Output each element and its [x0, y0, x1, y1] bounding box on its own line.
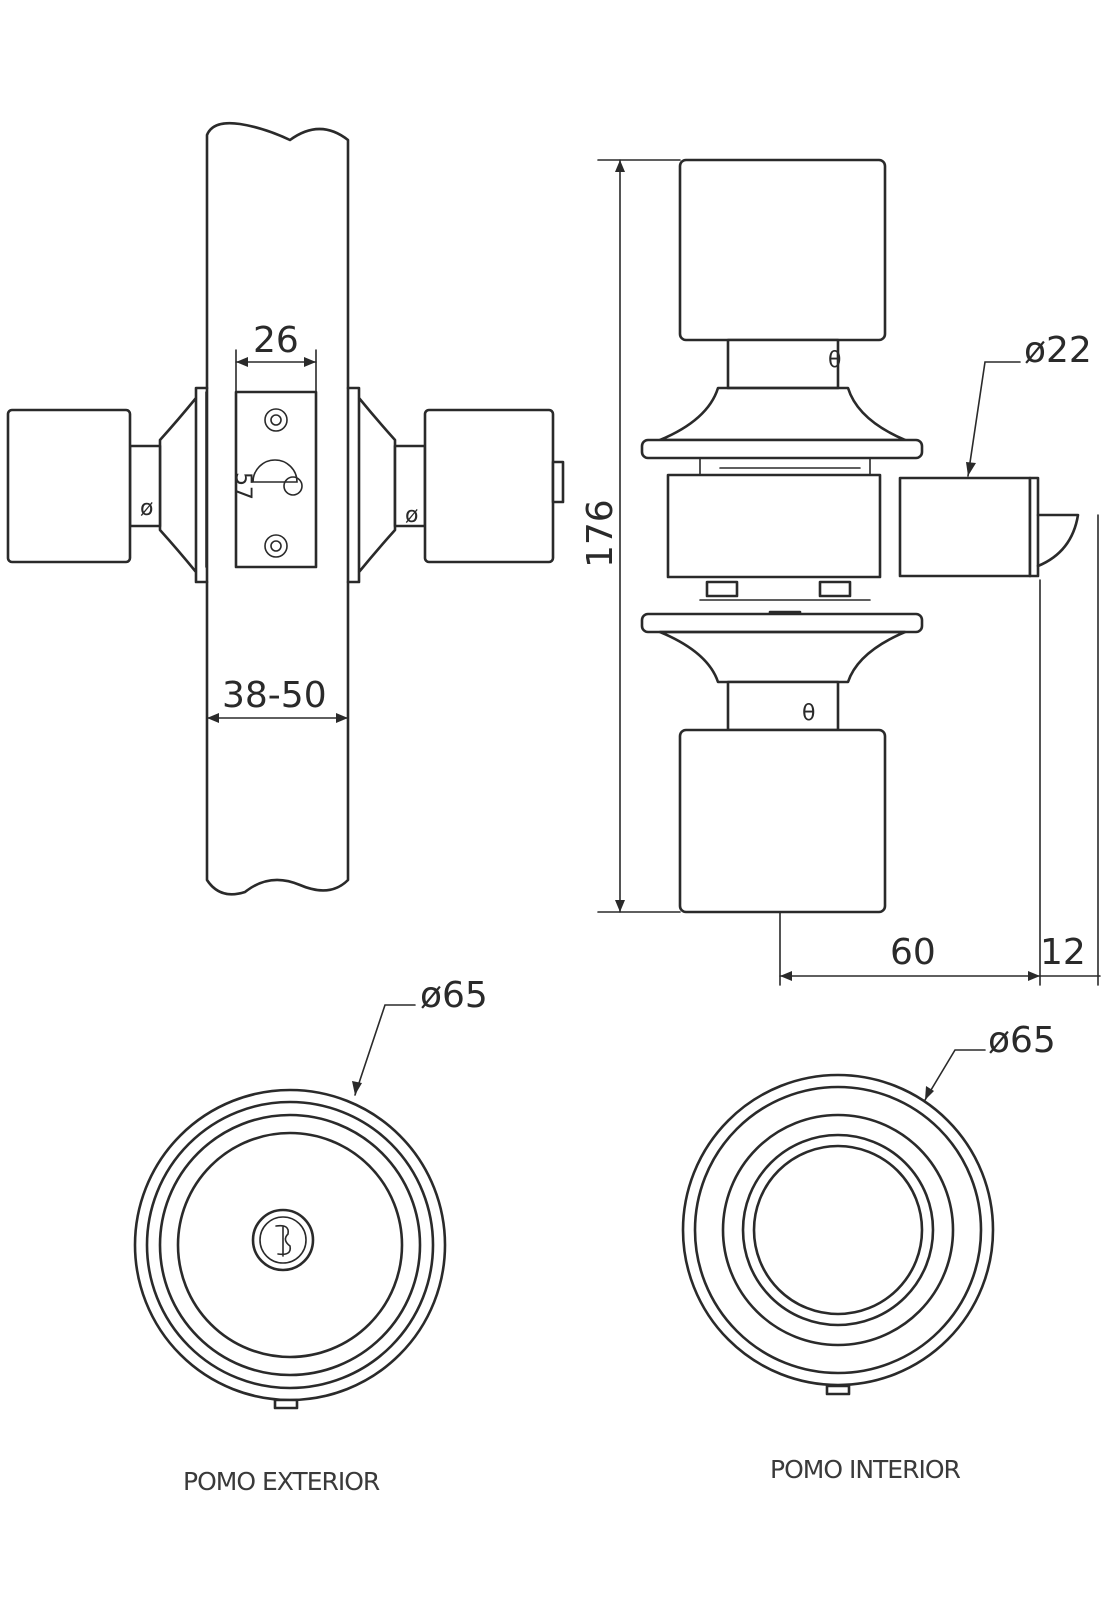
- caption-interior: POMO INTERIOR: [770, 1455, 961, 1484]
- chassis: [666, 473, 882, 579]
- rosette-bottom: [658, 630, 907, 684]
- latch-faceplate: [234, 390, 318, 569]
- side-elevation-view: θ θ 176 ø22: [580, 158, 1101, 986]
- svg-text:ø: ø: [405, 503, 418, 528]
- knob-top: [678, 158, 887, 342]
- rosette-top: [658, 386, 907, 442]
- neck-bottom: [726, 680, 840, 732]
- svg-text:θ: θ: [802, 701, 815, 726]
- dim-65-interior-label: ø65: [988, 1020, 1056, 1061]
- latch-face: [1028, 476, 1040, 578]
- knob-exterior-side: [6, 408, 132, 564]
- dim-38-50-label: 38-50: [222, 675, 327, 716]
- neck-top: [726, 338, 840, 390]
- dim-26-label: 26: [253, 320, 299, 361]
- latch-bolt-semicircle: [252, 459, 298, 483]
- rosette-plate-bottom: [640, 612, 924, 634]
- interior-knob-face: ø65 POMO INTERIOR: [681, 1020, 1056, 1484]
- svg-text:ø: ø: [140, 496, 153, 521]
- spindle-right: [393, 444, 427, 528]
- dim-57-label: 57: [230, 472, 255, 500]
- dim-176-label: 176: [580, 499, 621, 568]
- knob-bottom: [678, 728, 887, 914]
- dim-22-label: ø22: [1024, 330, 1092, 371]
- dim-12-label: 12: [1040, 932, 1086, 973]
- rosette-right: [346, 386, 397, 584]
- svg-text:θ: θ: [828, 348, 841, 373]
- rosette-left: [158, 386, 209, 584]
- exterior-knob-face: ø65 POMO EXTERIOR: [133, 975, 488, 1496]
- faceplate-screw-top: [264, 408, 288, 432]
- key-cylinder: [251, 1208, 315, 1272]
- knob-interior-side: [423, 408, 555, 564]
- keyhole-icon: [275, 1224, 292, 1257]
- spindle-left: [128, 444, 162, 528]
- dim-65-exterior-label: ø65: [420, 975, 488, 1016]
- latch-bolt: [1036, 513, 1080, 568]
- interior-outer-ring: [681, 1073, 995, 1387]
- interior-center-disc: [752, 1144, 924, 1316]
- latch-body: [898, 476, 1032, 578]
- dim-60-label: 60: [890, 932, 936, 973]
- door-slab: [205, 121, 350, 896]
- door-section-view: ø ø 26 57 38-50: [6, 121, 565, 896]
- rosette-plate-top: [640, 438, 924, 460]
- caption-exterior: POMO EXTERIOR: [183, 1467, 380, 1496]
- turn-button: [551, 460, 565, 504]
- faceplate-screw-bottom: [264, 534, 288, 558]
